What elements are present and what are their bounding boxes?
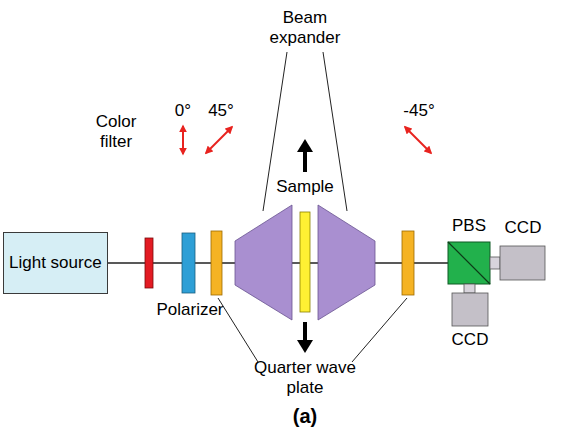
component-label: CCD	[498, 218, 548, 238]
polarizer	[182, 233, 195, 293]
component-label: CCD	[445, 330, 495, 350]
sample	[300, 212, 310, 312]
node-text: Light source	[9, 253, 102, 273]
angle-label: 0°	[163, 101, 203, 121]
angle-label: 45°	[201, 101, 241, 121]
ccd-camera	[452, 293, 488, 326]
component-label: Beam expander	[259, 8, 351, 48]
polarization-arrow	[405, 127, 431, 153]
ccd-camera	[500, 246, 545, 280]
quarter-wave-plate	[402, 231, 414, 295]
pbs-diagonal	[448, 242, 490, 284]
color-filter	[145, 238, 153, 288]
motion-arrow-head	[297, 340, 313, 353]
light-source-box: Light source	[3, 232, 108, 294]
component-label: Polarizer	[150, 300, 230, 320]
quarter-wave-plate	[211, 231, 222, 295]
angle-label: -45°	[394, 101, 444, 121]
leader-line	[352, 298, 407, 362]
panel-label: (a)	[280, 404, 330, 428]
polarization-arrow	[206, 127, 232, 153]
component-label: Color filter	[88, 112, 144, 152]
beam-expander	[318, 205, 375, 320]
component-label: Quarter wave plate	[250, 358, 360, 398]
motion-arrow	[303, 322, 307, 342]
leader-line	[218, 298, 258, 362]
pbs-cube	[448, 242, 490, 284]
polarization-arrow	[182, 126, 184, 154]
ccd-lens	[490, 257, 500, 269]
component-label: Sample	[270, 177, 340, 197]
motion-arrow	[303, 150, 307, 172]
ccd-lens	[464, 284, 475, 293]
component-label: PBS	[444, 216, 494, 236]
motion-arrow-head	[297, 139, 313, 152]
beam-expander	[235, 205, 292, 320]
